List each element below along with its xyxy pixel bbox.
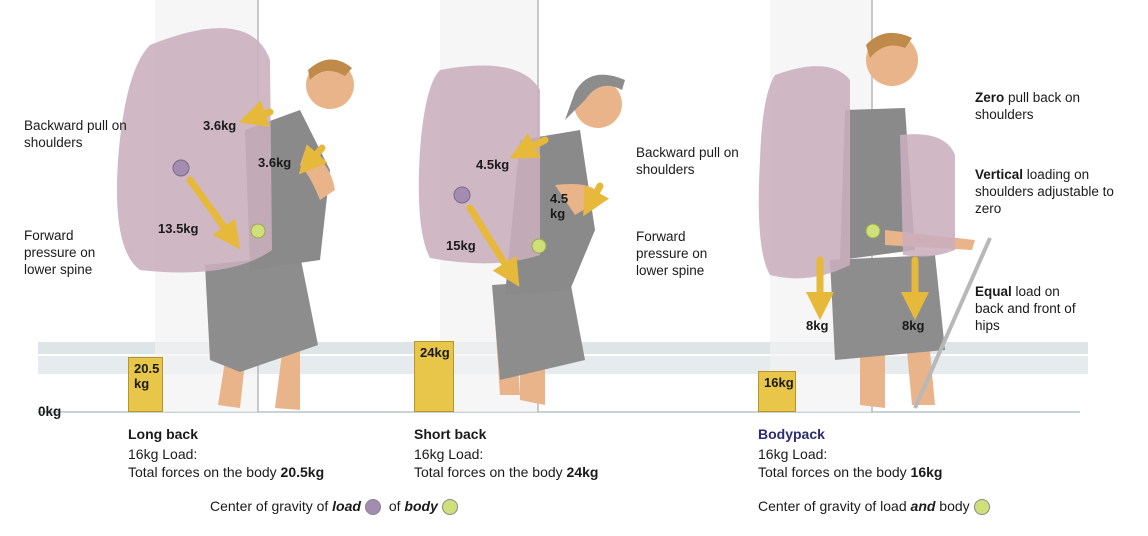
legend-separate-cog: Center of gravity of load of body	[210, 497, 462, 516]
force-label-8-back: 8kg	[806, 318, 829, 333]
arrow-4-5-upper	[509, 133, 549, 159]
force-label-13-5: 13.5kg	[158, 221, 199, 236]
left-label-backward-pull: Backward pull on shoulders	[24, 118, 127, 150]
caption-load: 16kg Load:	[758, 446, 828, 462]
caption-title: Bodypack	[758, 426, 825, 442]
force-label-4-5-lower: 4.5 kg	[550, 191, 569, 221]
pack-back	[758, 66, 850, 279]
figure-short-back	[418, 65, 625, 405]
force-arrows	[186, 100, 929, 320]
caption-total: Total forces on the body 20.5kg	[128, 464, 325, 480]
combined-cog-legend-dot	[973, 499, 990, 516]
caption-long-back: Long back 16kg Load: Total forces on the…	[128, 426, 324, 481]
label-equal-load: Equal load on back and front of hips	[975, 284, 1076, 333]
arrow-3-6-upper	[238, 100, 274, 127]
pack-front	[900, 134, 955, 257]
force-label-4-5-upper: 4.5kg	[476, 157, 510, 172]
caption-title: Short back	[414, 426, 487, 442]
load-cog-1	[172, 159, 190, 177]
right-label-forward-pressure: Forward pressure on lower spine	[636, 229, 708, 278]
caption-short-back: Short back 16kg Load: Total forces on th…	[414, 426, 598, 481]
caption-total: Total forces on the body 24kg	[414, 464, 599, 480]
arrow-3-6-lower	[298, 144, 328, 175]
body-cog-legend-dot	[441, 499, 458, 516]
load-cog-legend-dot	[364, 499, 381, 516]
legend-combined-cog: Center of gravity of load and body	[758, 497, 994, 516]
body-cog-2	[531, 238, 547, 254]
arrow-13-5	[186, 176, 241, 250]
force-bar-bodypack: 16kg	[758, 371, 796, 412]
caption-load: 16kg Load:	[414, 446, 484, 462]
force-bar-short-back: 24kg	[414, 341, 454, 412]
force-label-8-front: 8kg	[902, 318, 925, 333]
force-label-15: 15kg	[446, 238, 476, 253]
force-bar-long-back: 20.5 kg	[128, 357, 163, 412]
caption-title: Long back	[128, 426, 199, 442]
figure-bodypack	[758, 32, 992, 409]
left-label-forward-pressure: Forward pressure on lower spine	[24, 228, 96, 277]
body-cog-3	[865, 223, 881, 239]
force-label-3-6-upper: 3.6kg	[203, 118, 237, 133]
label-zero-pull: Zero pull back on shoulders	[975, 90, 1081, 122]
caption-load: 16kg Load:	[128, 446, 198, 462]
force-label-3-6-lower: 3.6kg	[258, 155, 292, 170]
label-vertical-loading: Vertical loading on shoulders adjustable…	[975, 167, 1114, 216]
arrow-15	[466, 204, 520, 287]
axis-zero-label: 0kg	[38, 404, 62, 419]
load-cog-2	[453, 186, 471, 204]
arrow-4-5-lower	[583, 182, 610, 217]
right-label-backward-pull: Backward pull on shoulders	[636, 145, 739, 177]
pack-long	[116, 28, 272, 273]
caption-bodypack: Bodypack 16kg Load: Total forces on the …	[758, 426, 942, 481]
body-cog-1	[250, 223, 266, 239]
pack-short	[418, 65, 540, 264]
caption-total: Total forces on the body 16kg	[758, 464, 943, 480]
